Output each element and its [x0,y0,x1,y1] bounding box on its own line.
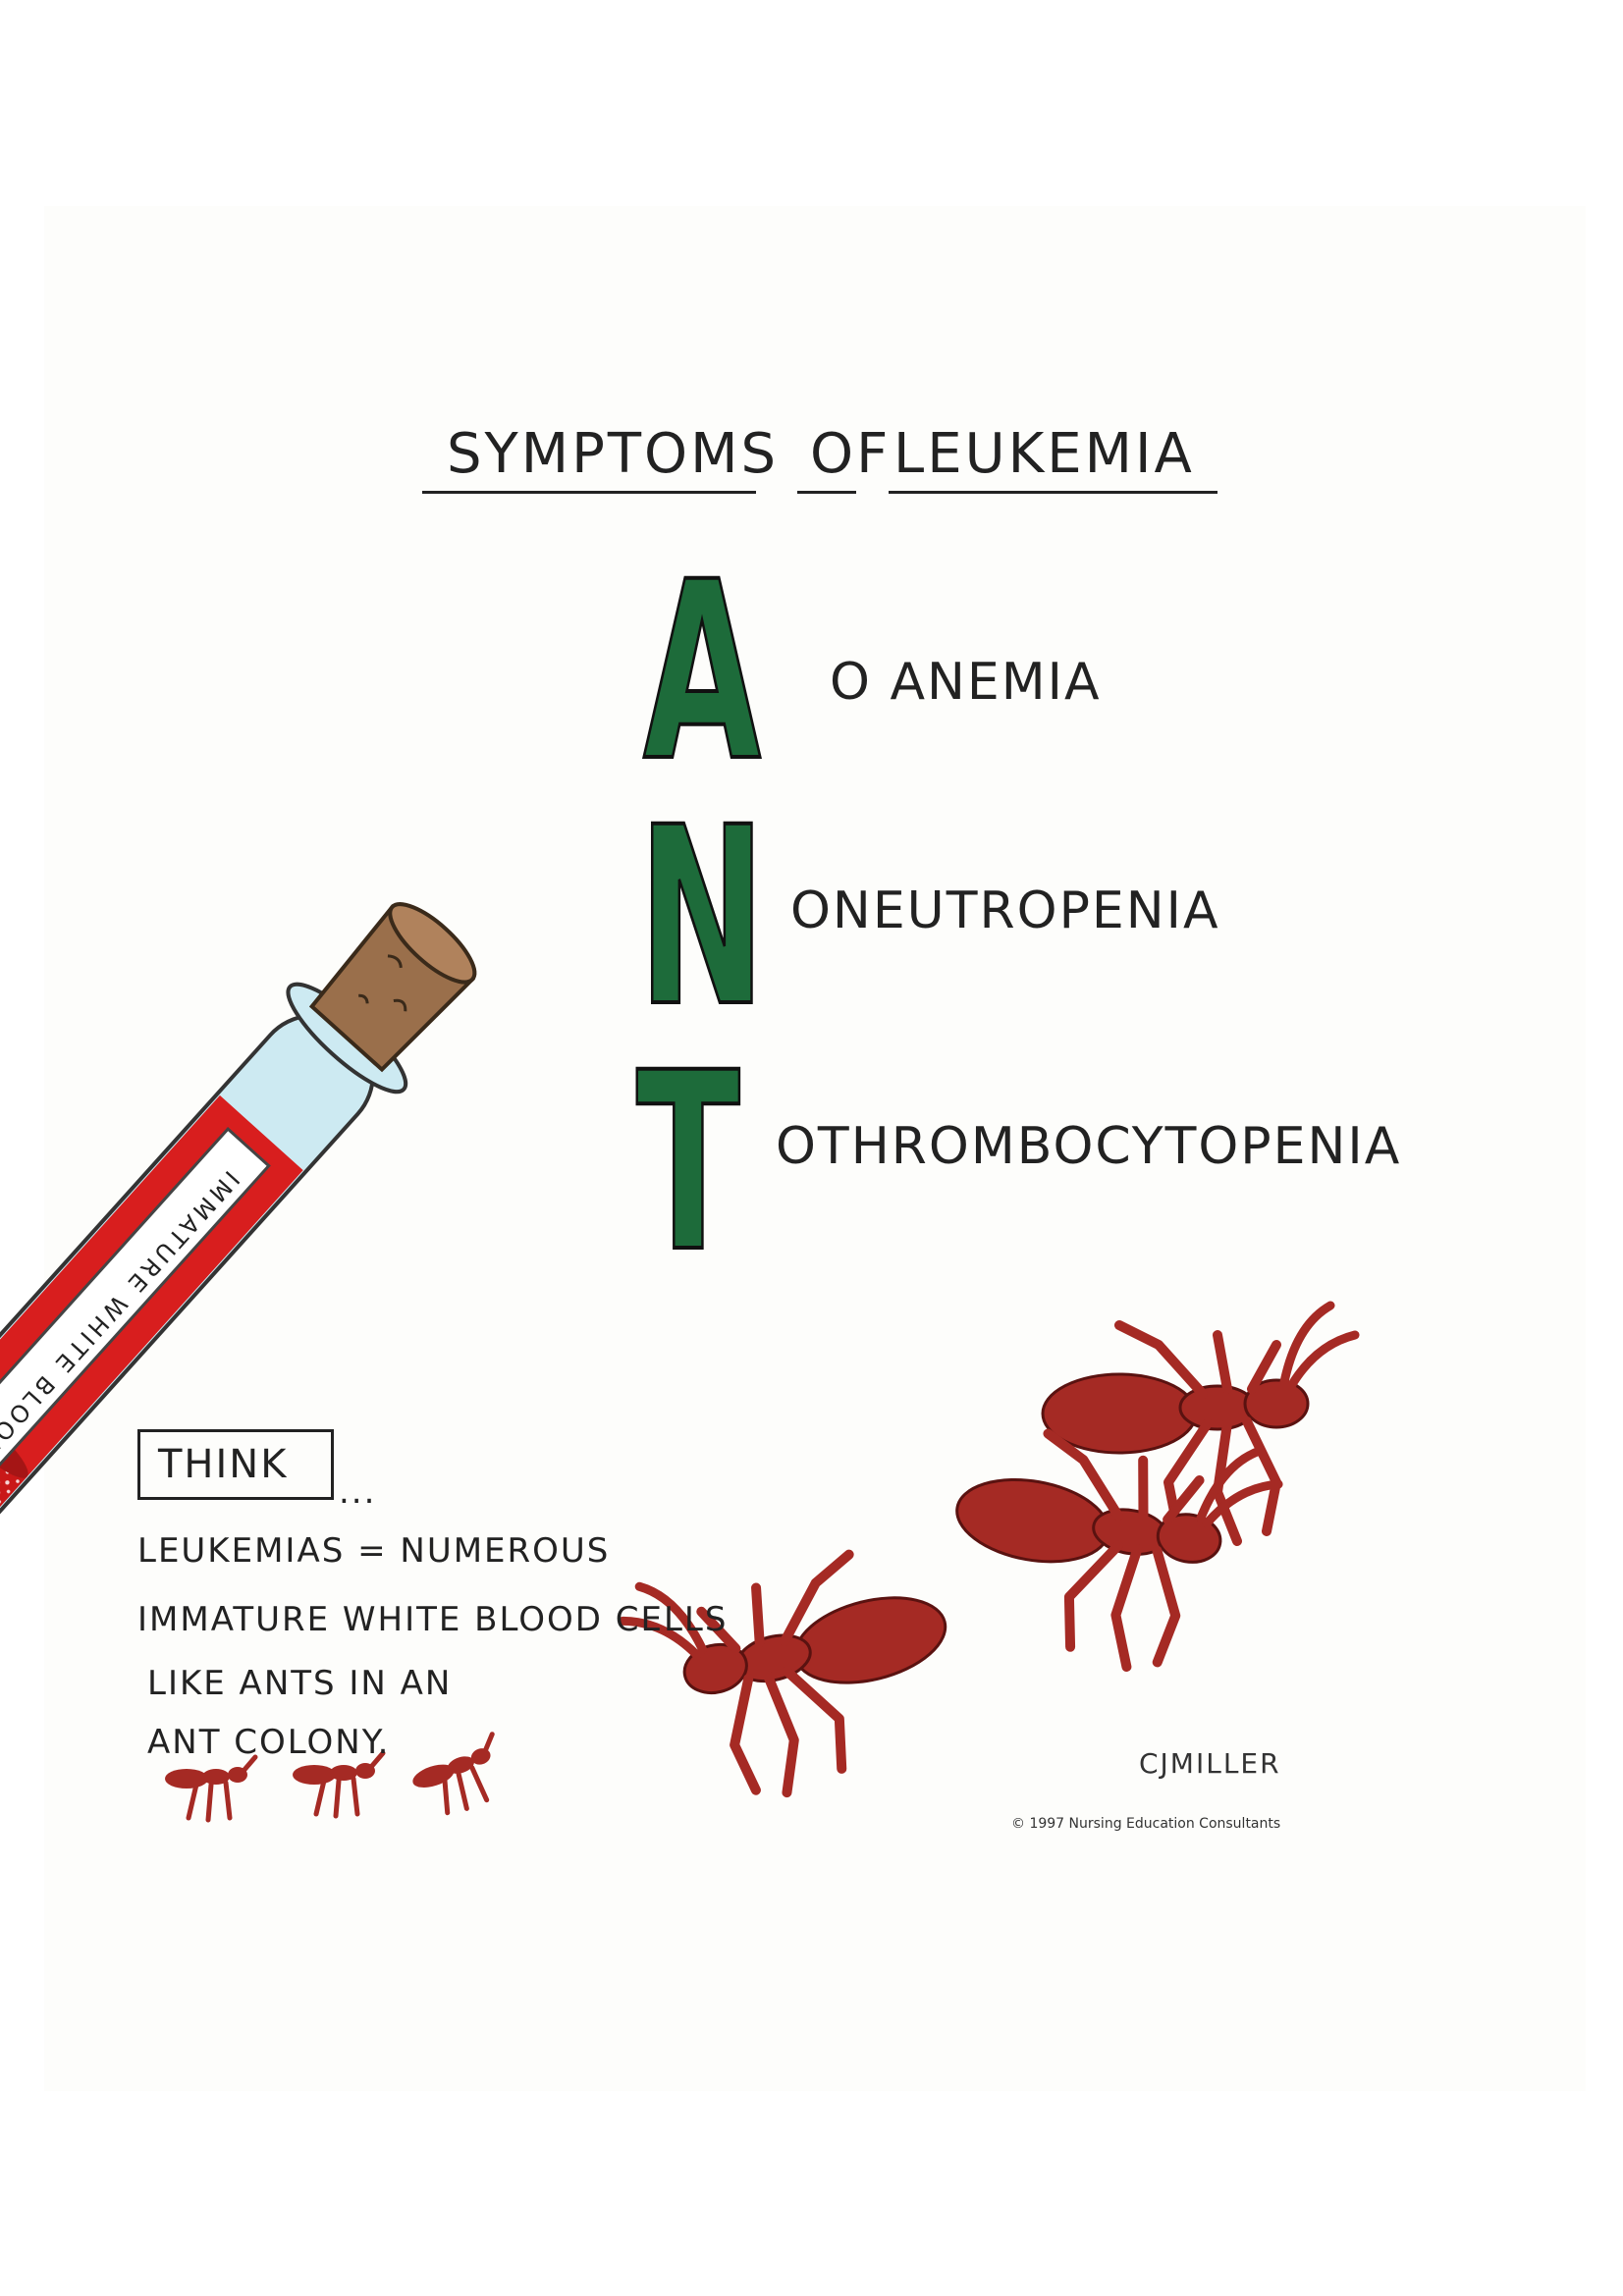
think-ellipsis: ... [339,1472,377,1512]
title-word-symptoms: SYMPTOMS [447,422,779,486]
symptom-anemia: O ANEMIA [830,653,1102,712]
mnemonic-letter-n: N [637,774,767,1060]
tube-label-strip [0,1127,271,1621]
ant-icon [616,1517,976,1821]
symptom-thrombocytopenia: OTHROMBOCYTOPENIA [776,1117,1402,1176]
think-box: THINK [137,1429,334,1500]
mnemonic-letter-t: T [635,1020,741,1306]
think-line-4: ANT COLONY. [147,1723,391,1762]
title-word-leukemia: LEUKEMIA [893,422,1195,486]
mini-ant-icon [406,1735,512,1822]
think-line-1: LEUKEMIAS = NUMEROUS [137,1531,611,1571]
title-underline [797,491,856,494]
copyright-notice: © 1997 Nursing Education Consultants [1011,1816,1281,1832]
mini-ant-icon [165,1757,255,1820]
think-line-2: IMMATURE WHITE BLOOD CELLS [137,1600,729,1639]
title-underline [422,491,756,494]
mini-ant-icon [293,1753,383,1816]
title-word-of: OF [810,422,892,486]
title-underline [889,491,1217,494]
mnemonic-letter-a: A [642,529,762,815]
think-line-3: LIKE ANTS IN AN [147,1664,453,1703]
artist-signature: CJMILLER [1139,1747,1281,1780]
symptom-neutropenia: ONEUTROPENIA [790,881,1220,940]
